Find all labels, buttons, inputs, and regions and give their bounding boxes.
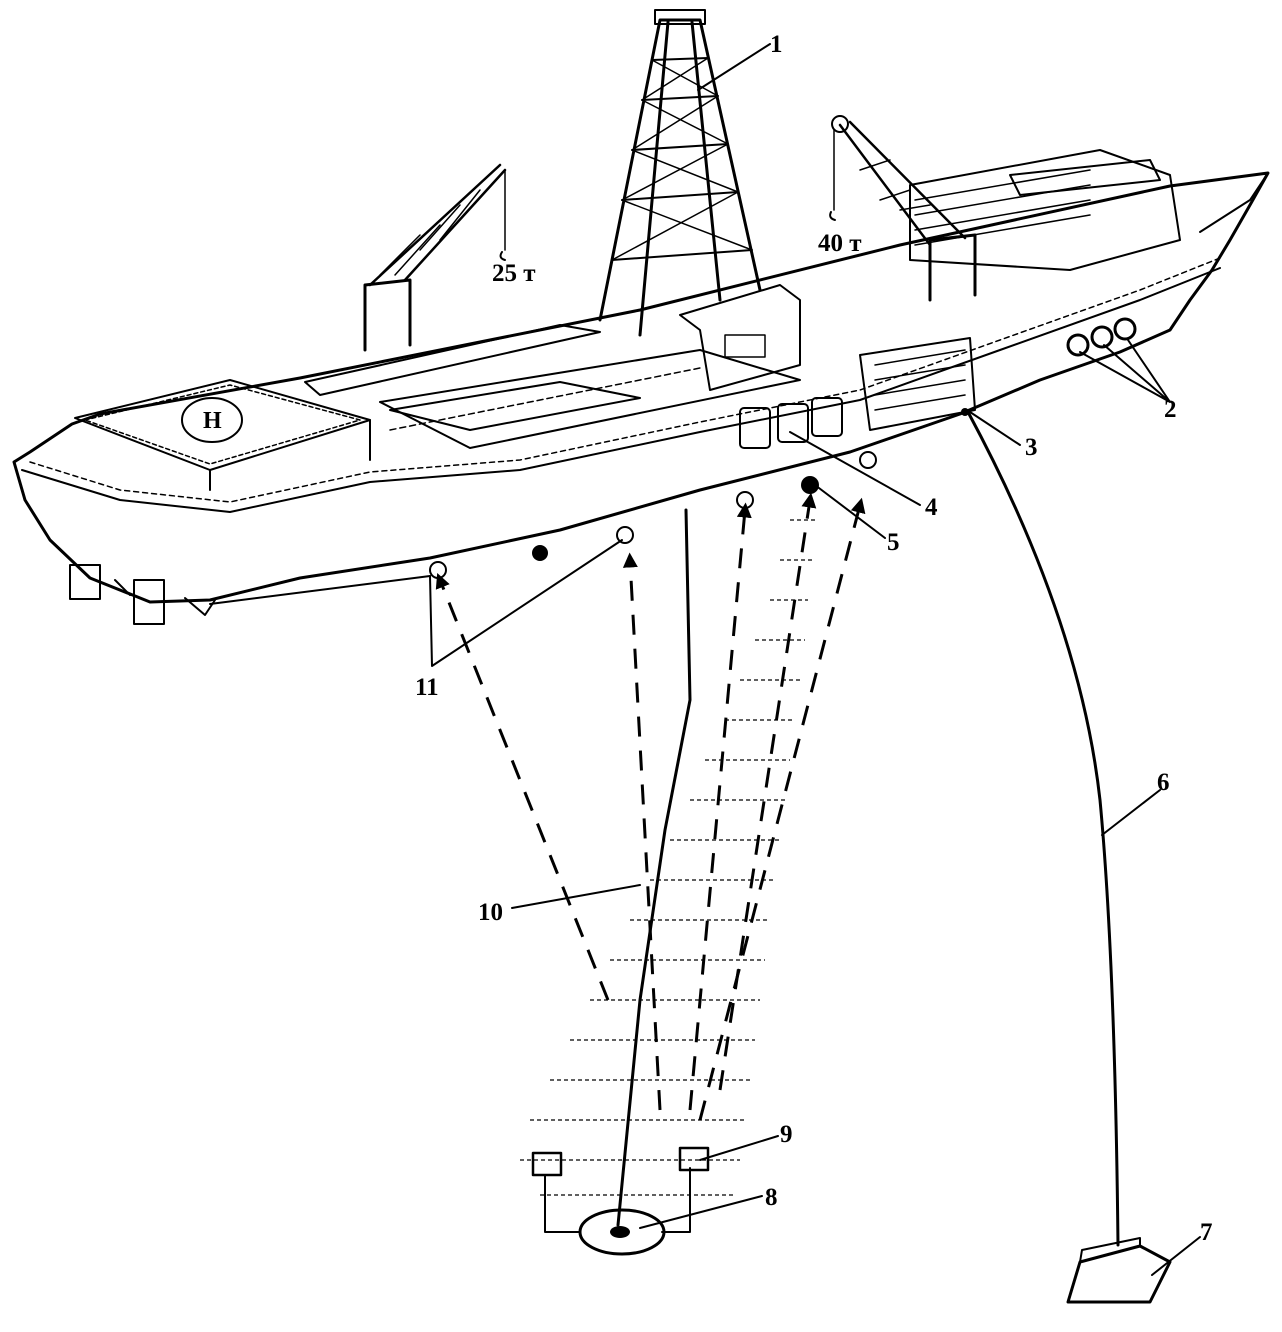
callout-2: 2 — [1164, 396, 1177, 423]
callout-8: 8 — [765, 1184, 778, 1211]
signal-arrows — [435, 492, 866, 1121]
callout-9: 9 — [780, 1121, 793, 1148]
callout-7: 7 — [1200, 1219, 1213, 1246]
fore-crane-capacity: 40 т — [818, 230, 862, 257]
acoustic-beam — [520, 519, 815, 1196]
callout-3: 3 — [1025, 434, 1038, 461]
drill-string — [616, 508, 692, 1227]
callout-11: 11 — [415, 674, 439, 701]
superstructure — [739, 149, 1181, 449]
callout-1: 1 — [770, 31, 783, 58]
callout-5: 5 — [887, 529, 900, 556]
hydrophones — [429, 408, 969, 579]
mooring-line — [966, 410, 1120, 1247]
callout-10: 10 — [478, 899, 503, 926]
cargo-hold — [304, 324, 801, 449]
leader-lines — [429, 43, 1201, 1276]
callout-labels: 1 2 3 4 5 6 7 8 9 10 11 — [415, 31, 1213, 1246]
ship-hull — [12, 171, 1270, 625]
helideck: H — [74, 379, 371, 491]
callout-6: 6 — [1157, 769, 1170, 796]
drilling-derrick — [598, 9, 801, 391]
svg-text:H: H — [203, 408, 222, 434]
aft-crane-capacity: 25 т — [492, 260, 536, 287]
aft-crane — [363, 163, 507, 352]
callout-4: 4 — [925, 494, 938, 521]
crane-capacity-labels: 25 т 40 т — [492, 230, 862, 287]
seabed-equipment — [531, 1146, 1172, 1304]
fore-crane — [829, 115, 977, 302]
